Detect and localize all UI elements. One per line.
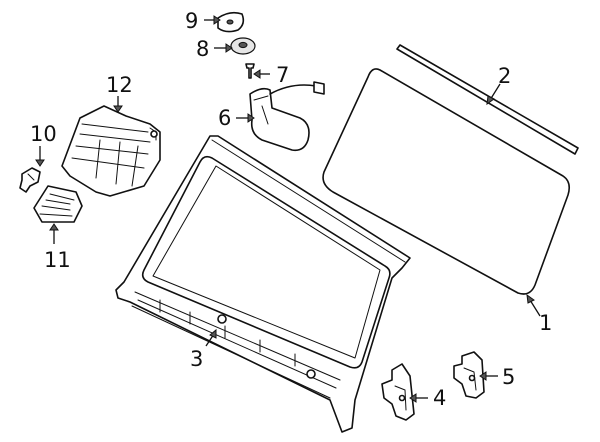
mirror-screw [245,63,255,79]
windshield-glass [322,68,570,295]
sensor-cover [61,105,161,197]
right-bracket [453,351,485,399]
callout-4: 4 [433,386,446,410]
callout-1: 1 [539,311,552,335]
leader-lines [35,15,541,403]
mirror-mount [230,37,256,55]
callout-labels: 1 2 3 4 5 6 7 8 9 10 11 12 [30,9,552,410]
sensor-housing [33,185,83,223]
callout-6: 6 [218,106,231,130]
callout-7: 7 [276,63,289,87]
callout-5: 5 [502,365,515,389]
callout-8: 8 [196,37,209,61]
callout-2: 2 [498,64,511,88]
left-bracket [381,363,415,421]
callout-12: 12 [106,73,133,97]
windshield-frame [115,135,411,433]
rearview-mirror [249,81,325,152]
callout-9: 9 [185,9,198,33]
mount-plate [217,11,245,33]
callout-10: 10 [30,122,57,146]
callout-3: 3 [190,347,203,371]
sensor-clip [19,167,41,193]
callout-11: 11 [44,248,71,272]
